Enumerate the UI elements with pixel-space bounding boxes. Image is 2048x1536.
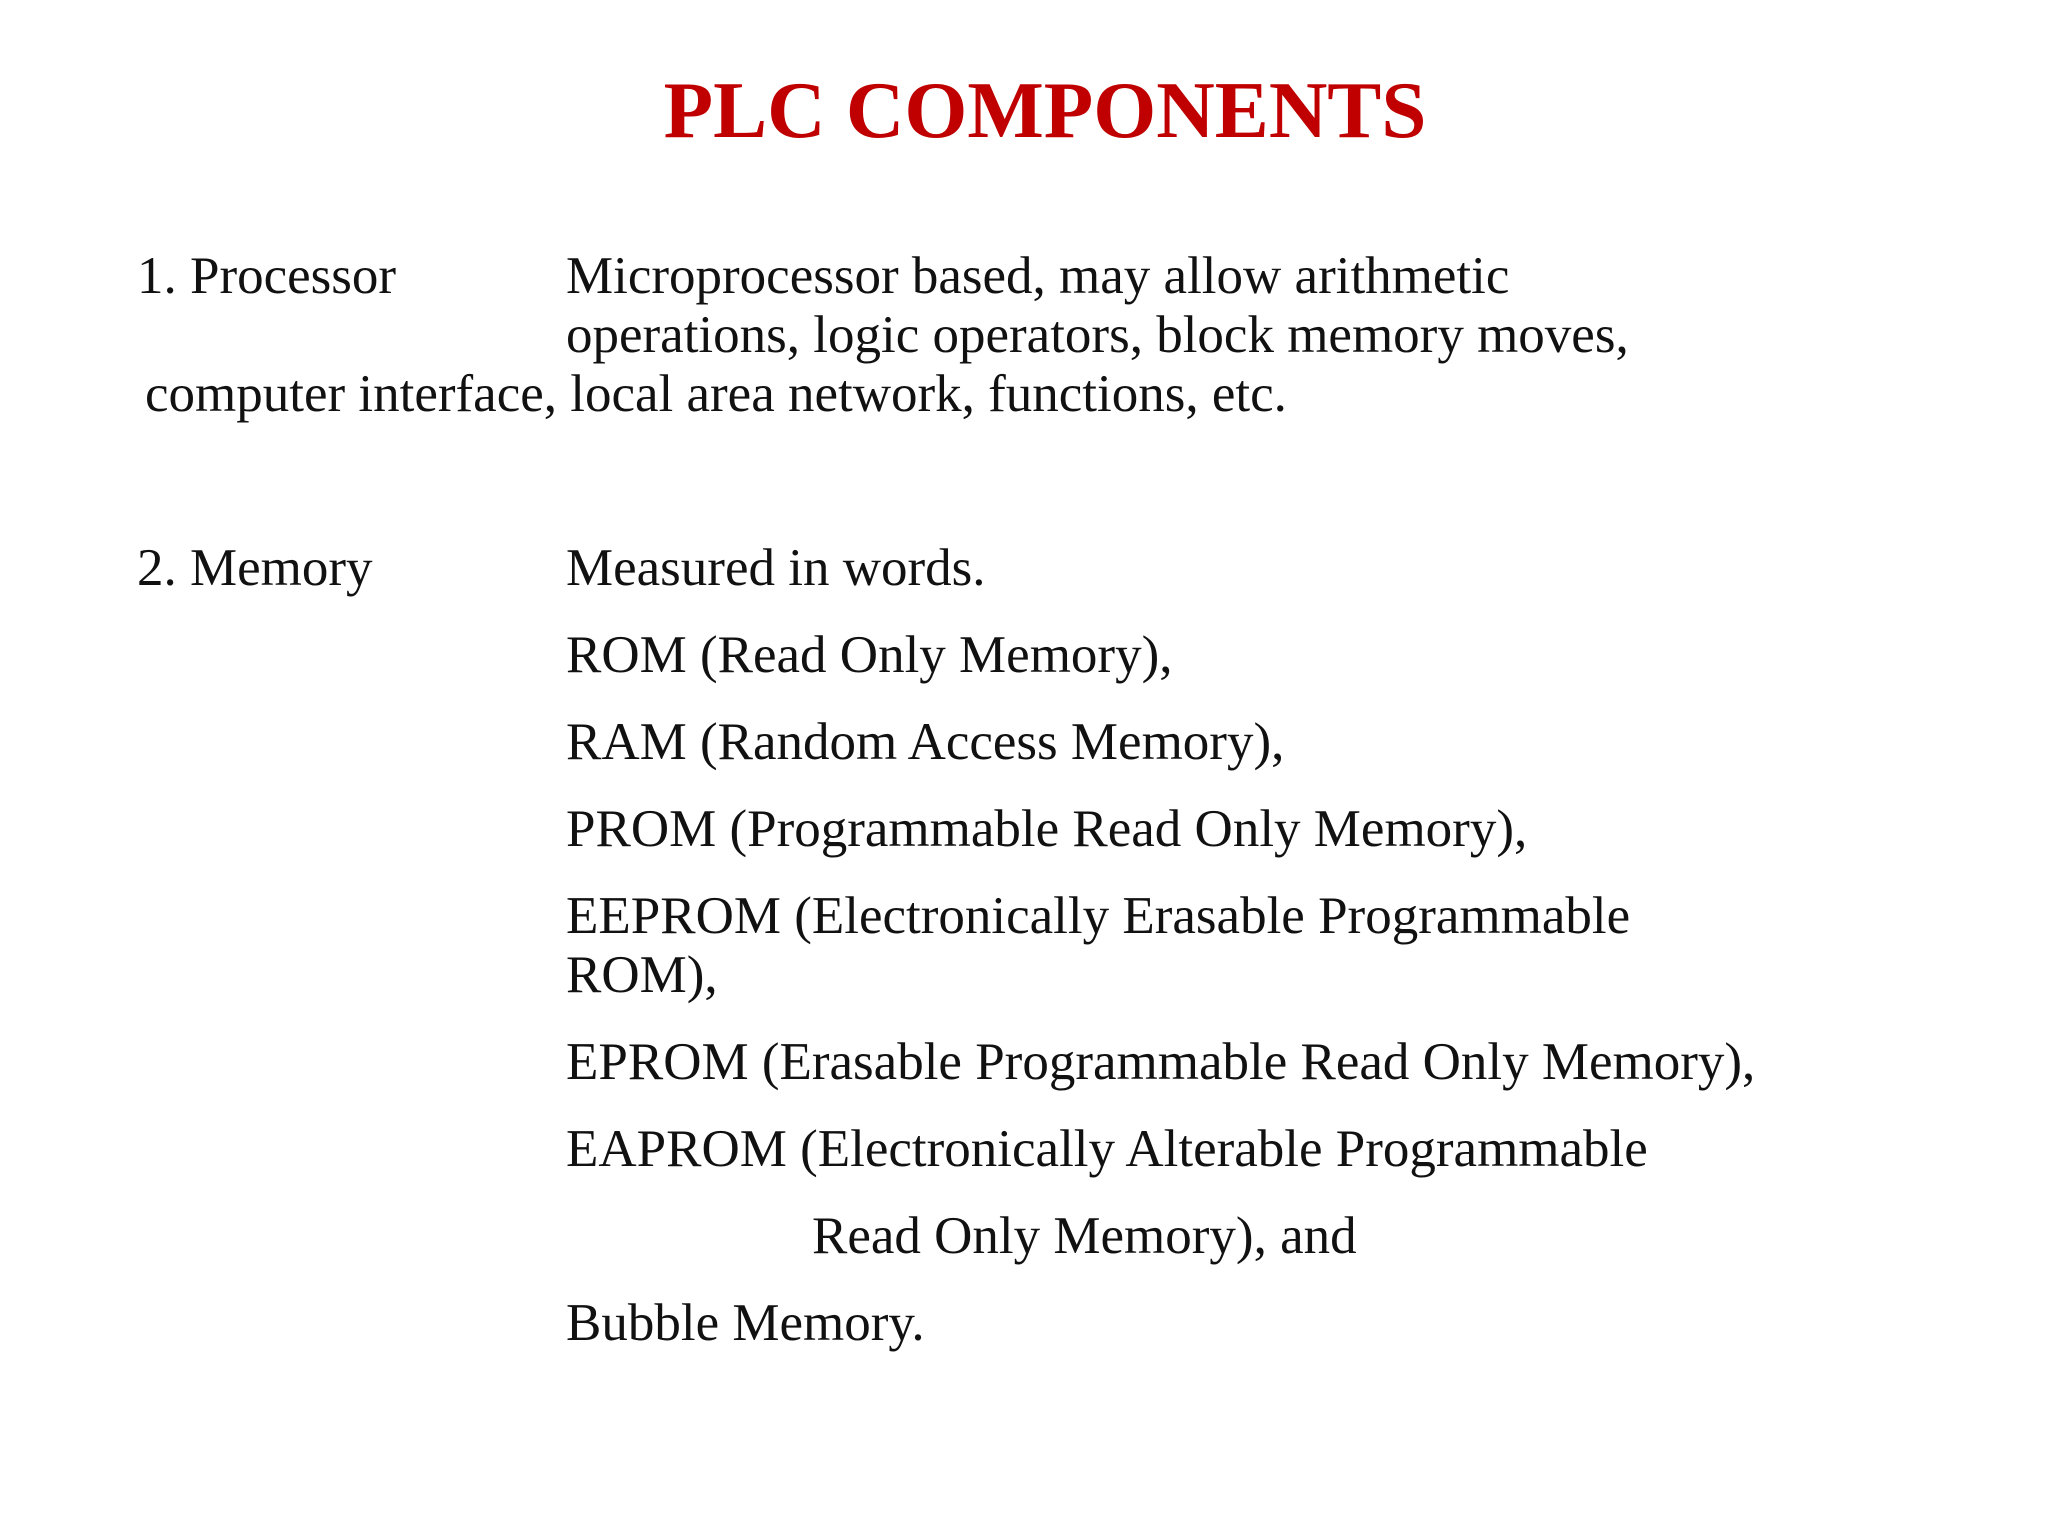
memory-type-item-continuation: Read Only Memory), and	[812, 1207, 1357, 1265]
memory-description-line: Measured in words.	[566, 539, 986, 597]
processor-description-line: computer interface, local area network, …	[145, 365, 1287, 423]
memory-type-item: EEPROM (Electronically Erasable Programm…	[566, 887, 1631, 945]
processor-description-line: operations, logic operators, block memor…	[566, 306, 1629, 364]
memory-type-item: PROM (Programmable Read Only Memory),	[566, 800, 1528, 858]
processor-description-line: Microprocessor based, may allow arithmet…	[566, 247, 1510, 305]
memory-type-item: ROM (Read Only Memory),	[566, 626, 1173, 684]
memory-type-item: RAM (Random Access Memory),	[566, 713, 1285, 771]
memory-type-item-continuation: ROM),	[566, 946, 718, 1004]
processor-label: 1. Processor	[137, 247, 397, 305]
memory-type-item: EAPROM (Electronically Alterable Program…	[566, 1120, 1648, 1178]
slide-title: PLC COMPONENTS	[663, 65, 1427, 155]
memory-type-item: EPROM (Erasable Programmable Read Only M…	[566, 1033, 1756, 1091]
memory-label: 2. Memory	[137, 539, 373, 597]
memory-type-item: Bubble Memory.	[566, 1294, 925, 1352]
